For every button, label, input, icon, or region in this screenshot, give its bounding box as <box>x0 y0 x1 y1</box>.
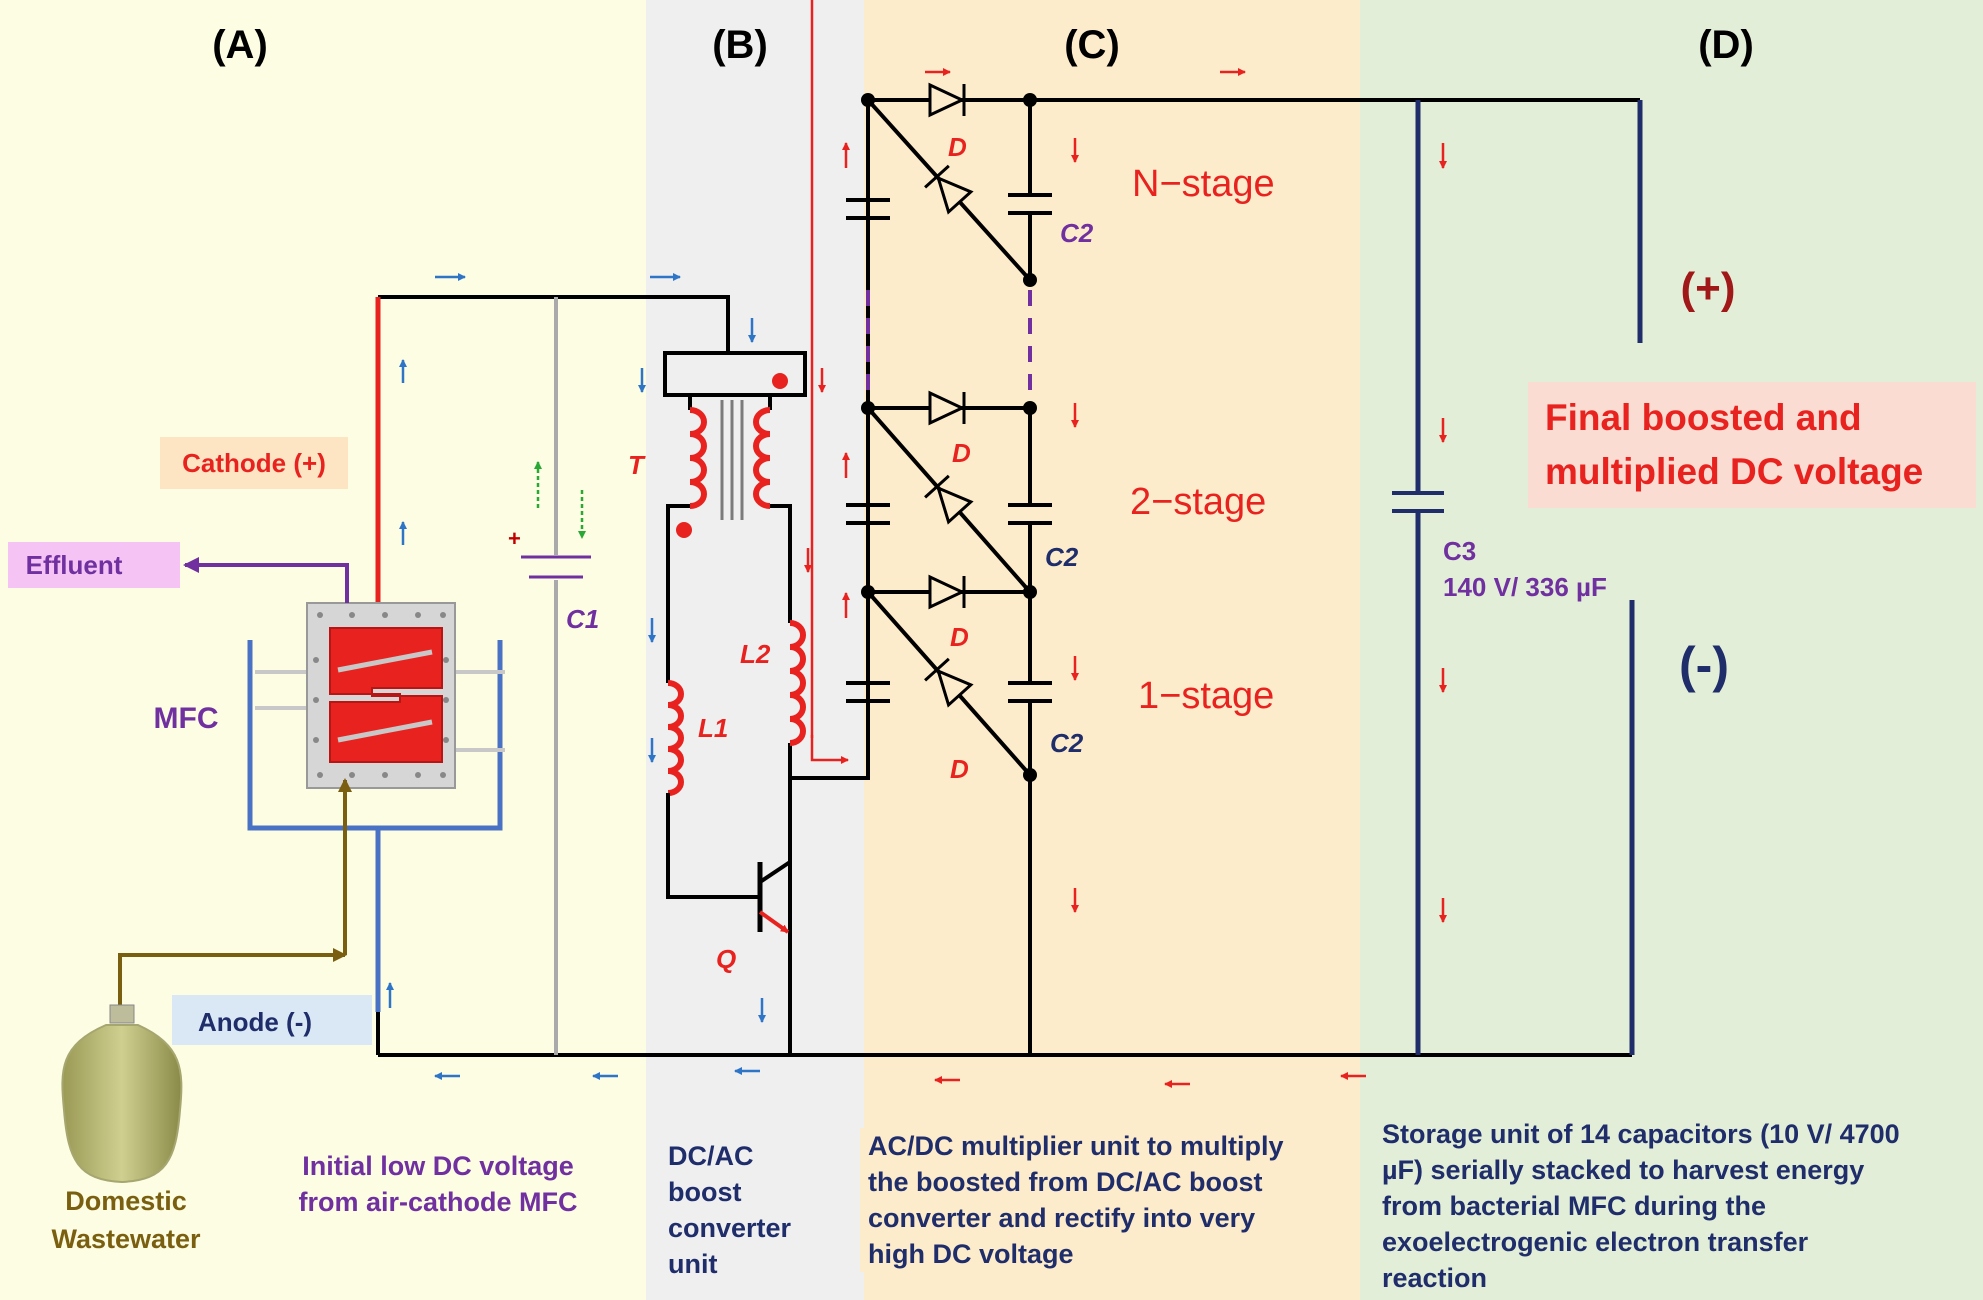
caption-d-line1: Storage unit of 14 capacitors (10 V/ 470… <box>1382 1119 1900 1149</box>
final-voltage-line1: Final boosted and <box>1545 397 1862 438</box>
transformer-primary-coil <box>689 407 707 509</box>
right-capacitors-c2 <box>1008 193 1052 703</box>
effluent-arrow <box>183 557 349 603</box>
section-b-background <box>646 0 864 1300</box>
inductor-l1-label: L1 <box>698 713 728 743</box>
diagonal-diodes <box>924 164 974 708</box>
caption-b-line1: DC/AC <box>668 1141 754 1171</box>
top-wire <box>378 295 730 353</box>
caption-b-line2: boost <box>668 1177 742 1207</box>
caption-a-line2: from air-cathode MFC <box>298 1187 578 1217</box>
effluent-label-box <box>8 542 180 588</box>
l2-output-arrow <box>810 735 849 764</box>
wastewater-feed-arrow <box>118 948 347 1010</box>
mfc-side-tubes <box>255 670 505 752</box>
caption-c-line3: converter and rectify into very <box>868 1203 1256 1233</box>
cathode-label: Cathode (+) <box>182 448 326 478</box>
caption-b-line3: converter <box>668 1213 792 1243</box>
final-voltage-line2: multiplied DC voltage <box>1545 451 1923 492</box>
capacitor-c1 <box>521 297 591 1055</box>
transformer-core <box>720 400 744 520</box>
c1-plus-sign: + <box>508 526 521 551</box>
storage-wires <box>1415 100 1643 1055</box>
caption-b-line4: unit <box>668 1249 718 1279</box>
c3-label: C3 <box>1443 536 1476 566</box>
anode-label: Anode (-) <box>198 1007 312 1037</box>
mfc-electrode-bars <box>337 649 433 743</box>
inductor-l2-label: L2 <box>740 639 771 669</box>
diode-label-n: D <box>948 132 967 162</box>
effluent-label: Effluent <box>26 550 123 580</box>
wastewater-label-line1: Domestic <box>65 1186 187 1216</box>
current-flow-arrows-red <box>804 0 1447 1088</box>
left-capacitors <box>846 198 890 703</box>
stage-n-label: N−stage <box>1132 163 1275 205</box>
section-c-background <box>864 0 1360 1300</box>
inductor-l1 <box>667 680 684 796</box>
caption-section-d: Storage unit of 14 capacitors (10 V/ 470… <box>1382 1116 1968 1296</box>
section-a-heading: (A) <box>212 23 268 67</box>
c3-rating-label: 140 V/ 336 µF <box>1443 572 1607 602</box>
section-d-heading: (D) <box>1698 23 1754 67</box>
c1-label: C1 <box>566 604 599 634</box>
wastewater-label-line2: Wastewater <box>51 1224 201 1254</box>
c2-label-1: C2 <box>1050 728 1084 758</box>
transistor-q-label: Q <box>716 944 736 974</box>
caption-d-line5: reaction <box>1382 1263 1488 1293</box>
wastewater-jar <box>61 1004 183 1184</box>
main-wires <box>376 98 1640 1057</box>
caption-section-c: AC/DC multiplier unit to multiply the bo… <box>860 1128 1348 1272</box>
caption-c-line4: high DC voltage <box>868 1239 1074 1269</box>
caption-d-line4: exoelectrogenic electron transfer <box>1382 1227 1809 1257</box>
final-voltage-box <box>1528 382 1976 508</box>
negative-terminal-label: (-) <box>1679 637 1729 693</box>
inductor-l2 <box>789 620 806 746</box>
transformer-dot-top <box>772 373 788 389</box>
caption-a-line1: Initial low DC voltage <box>302 1151 574 1181</box>
transformer-dot-bottom <box>676 522 692 538</box>
section-c-heading: (C) <box>1064 23 1120 67</box>
caption-c-line2: the boosted from DC/AC boost <box>868 1167 1263 1197</box>
diode-label-2: D <box>952 438 971 468</box>
anode-label-box <box>172 995 372 1045</box>
caption-c-line1: AC/DC multiplier unit to multiply <box>868 1131 1284 1161</box>
section-b-heading: (B) <box>712 23 768 67</box>
transistor-q <box>757 840 792 934</box>
stage-2-label: 2−stage <box>1130 481 1266 523</box>
diode-label-1a: D <box>950 622 969 652</box>
section-d-background <box>1360 0 1983 1300</box>
c2-label-n: C2 <box>1060 218 1094 248</box>
capacitor-c3 <box>1392 491 1444 513</box>
mfc-bolts <box>313 612 449 778</box>
diode-label-1b: D <box>950 754 969 784</box>
charge-arrows-c1 <box>534 461 586 539</box>
caption-section-a: Initial low DC voltage from air-cathode … <box>258 1148 618 1220</box>
cathode-label-box <box>160 437 348 489</box>
c2-label-2: C2 <box>1045 542 1079 572</box>
horizontal-diodes <box>928 82 966 610</box>
mfc-label: MFC <box>154 702 219 735</box>
transformer-label: T <box>628 450 646 480</box>
caption-d-line2: µF) serially stacked to harvest energy <box>1382 1155 1865 1185</box>
stage-continuation-dashes <box>866 290 1032 405</box>
caption-d-line3: from bacterial MFC during the <box>1382 1191 1767 1221</box>
transformer-secondary-coil <box>753 407 771 509</box>
current-flow-arrows-blue <box>386 273 766 1080</box>
mfc-tank <box>247 640 503 831</box>
mfc-electrode <box>329 627 443 763</box>
stage-1-label: 1−stage <box>1138 675 1274 717</box>
junction-dots <box>861 93 1037 782</box>
caption-section-b: DC/AC boost converter unit <box>668 1138 858 1282</box>
positive-terminal-label: (+) <box>1681 264 1736 313</box>
